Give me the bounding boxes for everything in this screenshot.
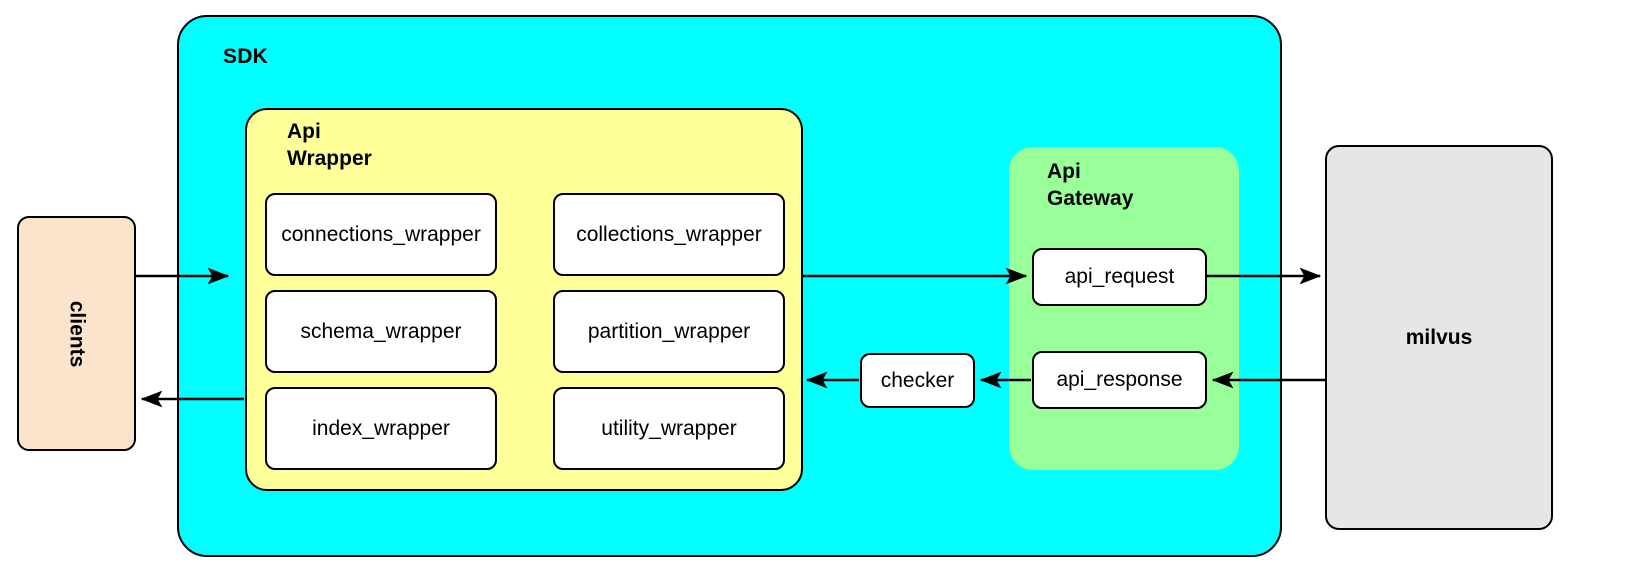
milvus-label: milvus bbox=[1405, 325, 1473, 349]
checker-label: checker bbox=[880, 368, 955, 392]
api-gateway-panel[interactable]: Api Gateway bbox=[1009, 147, 1239, 470]
clients-label: clients bbox=[65, 300, 89, 367]
api-gateway-title: Api Gateway bbox=[1047, 160, 1134, 210]
api-response-node[interactable]: api_response bbox=[1032, 351, 1207, 409]
connections-wrapper-node[interactable]: connections_wrapper bbox=[265, 193, 497, 276]
index-wrapper-node[interactable]: index_wrapper bbox=[265, 387, 497, 470]
milvus-node[interactable]: milvus bbox=[1325, 145, 1553, 530]
schema-wrapper-node[interactable]: schema_wrapper bbox=[265, 290, 497, 373]
index-wrapper-label: index_wrapper bbox=[312, 416, 450, 440]
sdk-title: SDK bbox=[223, 45, 268, 68]
partition-wrapper-label: partition_wrapper bbox=[587, 319, 751, 343]
schema-wrapper-label: schema_wrapper bbox=[300, 319, 462, 343]
utility-wrapper-node[interactable]: utility_wrapper bbox=[553, 387, 785, 470]
partition-wrapper-node[interactable]: partition_wrapper bbox=[553, 290, 785, 373]
collections-wrapper-node[interactable]: collections_wrapper bbox=[553, 193, 785, 276]
api-request-label: api_request bbox=[1064, 265, 1175, 288]
utility-wrapper-label: utility_wrapper bbox=[601, 416, 737, 440]
connections-wrapper-label: connections_wrapper bbox=[281, 222, 481, 246]
clients-node[interactable]: clients bbox=[17, 216, 136, 451]
api-wrapper-title: Api Wrapper bbox=[287, 120, 372, 170]
collections-wrapper-label: collections_wrapper bbox=[576, 222, 762, 246]
api-response-label: api_response bbox=[1056, 368, 1183, 391]
api-request-node[interactable]: api_request bbox=[1032, 248, 1207, 306]
checker-node[interactable]: checker bbox=[860, 353, 975, 408]
